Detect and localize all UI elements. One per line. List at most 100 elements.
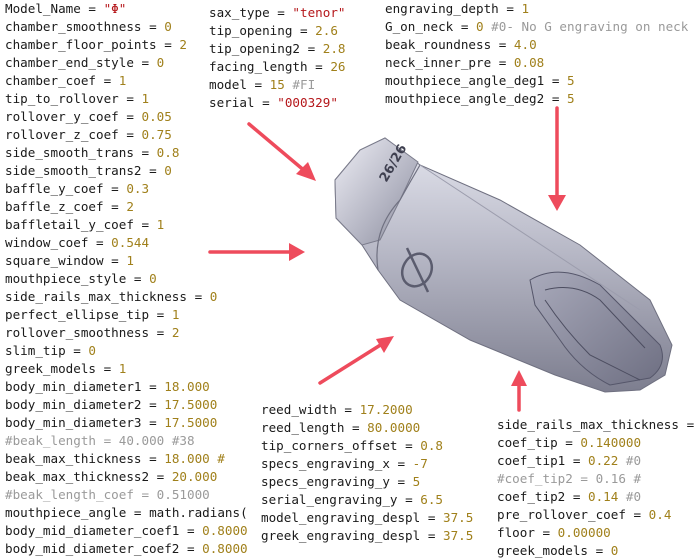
param-value: 0.140000: [580, 435, 642, 450]
param-value: 1: [118, 361, 127, 376]
param-name: rollover_smoothness: [5, 325, 150, 340]
param-line: mouthpiece_angle = math.radians(: [5, 505, 248, 520]
param-line: baffle_z_coef = 2: [5, 199, 134, 214]
param-value: 0: [149, 271, 157, 286]
param-line: #beak_length_coef = 0.51000: [5, 487, 210, 502]
params-bottom-right: side_rails_max_thickness = coef_tip = 0.…: [497, 416, 697, 560]
param-name: greek_models: [497, 543, 588, 558]
phi-engraving: [400, 247, 434, 293]
param-name: greek_models: [5, 361, 96, 376]
param-name: pre_rollover_coef: [497, 507, 626, 522]
param-value: 0.05: [141, 109, 172, 124]
param-name: chamber_end_style: [5, 55, 134, 70]
param-value: 0.51000: [156, 487, 210, 502]
param-line: tip_opening2 = 2.8: [209, 41, 346, 56]
params-top-right: engraving_depth = 1 G_on_neck = 0 #0- No …: [385, 0, 697, 108]
param-name: window_coef: [5, 235, 89, 250]
param-line: #beak_length = 40.000 #38: [5, 433, 195, 448]
param-line: coef_tip1 = 0.22 #0: [497, 453, 642, 468]
param-line: model = 15 #FI: [209, 77, 316, 92]
param-name: specs_engraving_x: [261, 456, 390, 471]
param-line: pre_rollover_coef = 0.4: [497, 507, 672, 522]
param-line: body_min_diameter2 = 17.5000: [5, 397, 218, 412]
param-value: 20.000: [171, 469, 218, 484]
param-line: body_min_diameter3 = 17.5000: [5, 415, 218, 430]
param-line: sax_type = "tenor": [209, 5, 346, 20]
param-value: 5: [412, 474, 421, 489]
param-value: 1: [171, 307, 180, 322]
param-line: body_mid_diameter_coef1 = 0.8000: [5, 523, 248, 538]
param-line: rollover_z_coef = 0.75: [5, 127, 172, 142]
param-value: 0.8: [420, 438, 443, 453]
param-name: rollover_y_coef: [5, 109, 119, 124]
param-value: "000329": [277, 95, 338, 110]
param-comment: #0- No G engraving on neck: [483, 19, 689, 34]
param-value: 40.000 #38: [118, 433, 195, 448]
param-line: body_mid_diameter_coef2 = 0.8000: [5, 541, 248, 556]
param-line: chamber_floor_points = 2: [5, 37, 187, 52]
param-value: 17.2000: [359, 402, 413, 417]
param-line: tip_opening = 2.6: [209, 23, 338, 38]
param-value: 1: [126, 253, 134, 268]
param-line: greek_models = 1: [5, 361, 127, 376]
mouthpiece-window: [529, 271, 663, 386]
param-line: coef_tip = 0.140000: [497, 435, 642, 450]
param-value: 0.8000: [202, 523, 248, 538]
param-line: perfect_ellipse_tip = 1: [5, 307, 180, 322]
param-name: beak_max_thickness: [5, 451, 142, 466]
param-value: 0.16: [595, 471, 626, 486]
param-value: 0.3: [126, 181, 150, 196]
param-name: model_engraving_despl: [261, 510, 421, 525]
param-line: baffletail_y_coef = 1: [5, 217, 165, 232]
param-value: 2: [179, 37, 187, 52]
param-line: side_smooth_trans = 0.8: [5, 145, 180, 160]
param-name: mouthpiece_angle: [5, 505, 127, 520]
param-line: mouthpiece_angle_deg2 = 5: [385, 91, 575, 106]
param-name: square_window: [5, 253, 104, 268]
param-name: sax_type: [209, 5, 270, 20]
param-value: 18.000: [164, 379, 210, 394]
param-name: mouthpiece_angle_deg1: [385, 73, 545, 88]
param-name: side_rails_max_thickness: [5, 289, 187, 304]
param-name: body_min_diameter3: [5, 415, 142, 430]
param-name: mouthpiece_angle_deg2: [385, 91, 545, 106]
param-line: square_window = 1: [5, 253, 134, 268]
param-line: window_coef = 0.544: [5, 235, 150, 250]
param-line: reed_length = 80.0000: [261, 420, 421, 435]
param-line: model_engraving_despl = 37.5: [261, 510, 474, 525]
param-name: baffle_z_coef: [5, 199, 104, 214]
param-value: 0: [156, 55, 165, 70]
param-name: side_smooth_trans2: [5, 163, 142, 178]
param-name: facing_length: [209, 59, 308, 74]
param-line: slim_tip = 0: [5, 343, 97, 358]
mouthpiece-shank: [334, 137, 419, 246]
param-name: coef_tip: [497, 435, 558, 450]
param-line: G_on_neck = 0 #0- No G engraving on neck: [385, 19, 689, 34]
param-name: specs_engraving_y: [261, 474, 390, 489]
param-name: model: [209, 77, 247, 92]
param-comment: #0: [618, 489, 642, 504]
param-value: 2.8: [322, 41, 346, 56]
param-line: engraving_depth = 1: [385, 1, 530, 16]
param-name: coef_tip2: [497, 489, 566, 504]
param-line: #coef_tip2 = 0.16 #: [497, 471, 642, 486]
param-line: beak_max_thickness2 = 20.000: [5, 469, 218, 484]
arrows: [208, 106, 566, 412]
param-name: Model_Name: [5, 1, 81, 16]
param-value: 0.22: [588, 453, 619, 468]
param-name: reed_length: [261, 420, 345, 435]
param-name: side_rails_max_thickness: [497, 417, 679, 432]
param-value: 0.75: [141, 127, 172, 142]
param-line: tip_corners_offset = 0.8: [261, 438, 443, 453]
param-line: rollover_y_coef = 0.05: [5, 109, 172, 124]
param-name: rollover_z_coef: [5, 127, 119, 142]
mouthpiece-body: [334, 137, 673, 393]
param-line: beak_max_thickness = 18.000 #: [5, 451, 225, 466]
param-line: mouthpiece_angle_deg1 = 5: [385, 73, 575, 88]
param-value: 1: [141, 91, 150, 106]
param-name: beak_max_thickness2: [5, 469, 150, 484]
param-name: coef_tip1: [497, 453, 566, 468]
param-comment: #: [625, 471, 642, 486]
param-name: chamber_smoothness: [5, 19, 142, 34]
